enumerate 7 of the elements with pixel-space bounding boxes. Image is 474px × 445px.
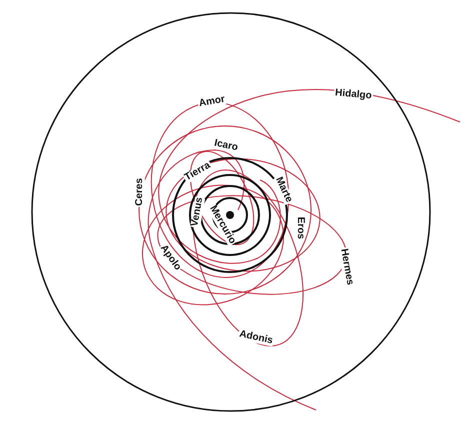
orbit-label: Eros [295, 216, 305, 240]
orbit-label: Ceres [135, 177, 145, 207]
orbit-label: Amor [197, 94, 227, 110]
orbit-label: Marte [272, 174, 294, 206]
orbit-label: Tierra [182, 160, 214, 184]
orbit-label: Adonis [237, 329, 275, 347]
orbit-label: Hidalgo [333, 88, 373, 102]
